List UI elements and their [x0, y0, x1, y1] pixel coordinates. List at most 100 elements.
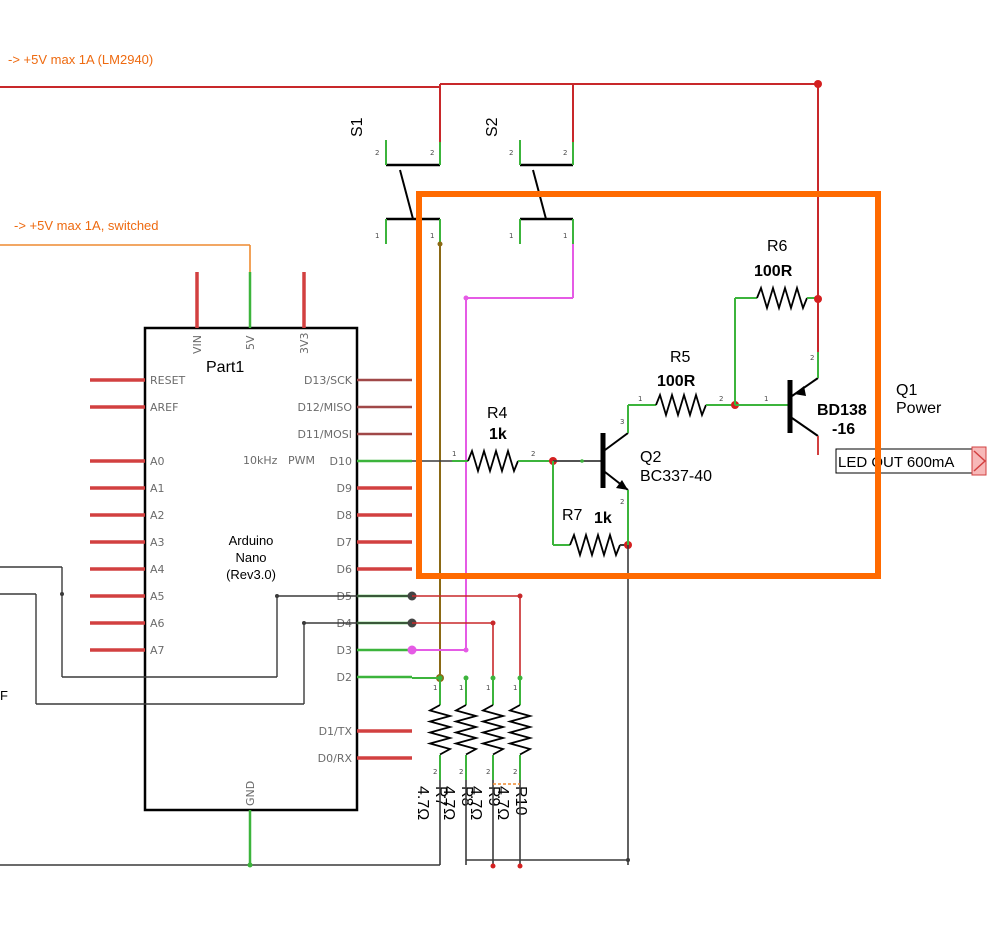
svg-text:2: 2: [620, 498, 624, 506]
pin-label-d13-sck: D13/SCK: [304, 374, 353, 387]
svg-text:2: 2: [509, 149, 513, 157]
svg-text:1k: 1k: [489, 426, 507, 443]
svg-text:2: 2: [513, 768, 517, 776]
switch-s2-name: S2: [484, 117, 501, 137]
junction-d3: [407, 645, 417, 655]
switch-s2: S2 2 2 1 1: [484, 117, 574, 244]
svg-text:100R: 100R: [657, 373, 696, 390]
pin-label-d3: D3: [337, 644, 352, 657]
pin-label-d8: D8: [337, 509, 352, 522]
svg-text:BD138: BD138: [817, 402, 867, 419]
pin-label-d11-mosi: D11/MOSI: [297, 428, 352, 441]
arduino-pwm-label: PWM: [288, 454, 315, 467]
svg-text:2: 2: [375, 149, 379, 157]
svg-text:1: 1: [433, 684, 437, 692]
svg-text:2: 2: [433, 768, 437, 776]
svg-text:VIN: VIN: [191, 335, 204, 354]
wires-d5-d4-resistors: [412, 595, 521, 680]
arduino-name-line-2: Nano: [235, 550, 266, 565]
supply-rail-switched: [0, 244, 251, 272]
svg-text:R5: R5: [670, 349, 691, 366]
resistor-bank-value-2: 4.7Ω: [467, 786, 484, 820]
pin-label-a7: A7: [150, 644, 165, 657]
pin-label-a5: A5: [150, 590, 165, 603]
svg-text:5V: 5V: [244, 335, 257, 350]
pin-label-reset: RESET: [150, 374, 186, 387]
wires-left-analog: [0, 566, 412, 705]
led-output-label: LED OUT 600mA: [838, 454, 954, 471]
pin-label-d7: D7: [337, 536, 352, 549]
arduino-name-line-3: (Rev3.0): [226, 567, 276, 582]
pin-label-a6: A6: [150, 617, 165, 630]
resistor-bank-value-3: 4.7Ω: [494, 786, 511, 820]
svg-text:-16: -16: [832, 421, 855, 438]
pin-label-d1-tx: D1/TX: [319, 725, 353, 738]
pin-label-a0: A0: [150, 455, 165, 468]
led-output-connector: LED OUT 600mA: [835, 446, 987, 476]
pin-label-a2: A2: [150, 509, 165, 522]
arduino-name-line-1: Arduino: [229, 533, 274, 548]
net-label-supply-main: -> +5V max 1A (LM2940): [8, 52, 153, 67]
svg-text:2: 2: [430, 149, 434, 157]
svg-text:1: 1: [486, 684, 490, 692]
svg-text:R4: R4: [487, 405, 508, 422]
svg-text:R6: R6: [767, 238, 788, 255]
svg-text:1: 1: [563, 232, 567, 240]
pin-label-a3: A3: [150, 536, 165, 549]
wire-s2-output: [412, 244, 574, 651]
svg-text:R7: R7: [562, 507, 583, 524]
transistor-q1: Q1 Power BD138 -16 2: [787, 352, 942, 455]
pin-label-d12-miso: D12/MISO: [297, 401, 352, 414]
switch-s1: S1 2 2 1 1: [349, 117, 441, 244]
resistor-bank-value-1: 4.7Ω: [440, 786, 457, 820]
svg-text:1: 1: [509, 232, 513, 240]
pin-label-d10: D10: [330, 455, 352, 468]
resistor-r4: R4 1k 1 2: [452, 405, 553, 475]
pin-label-d9: D9: [337, 482, 352, 495]
pin-label-d6: D6: [337, 563, 352, 576]
svg-text:3V3: 3V3: [298, 332, 311, 354]
svg-text:2: 2: [810, 354, 814, 362]
pin-label-a4: A4: [150, 563, 165, 576]
pin-label-d2: D2: [337, 671, 352, 684]
svg-text:100R: 100R: [754, 263, 793, 280]
net-label-supply-switched: -> +5V max 1A, switched: [14, 218, 159, 233]
pin-label-a1: A1: [150, 482, 165, 495]
svg-text:1: 1: [430, 232, 434, 240]
arduino-body: [143, 326, 359, 812]
svg-text:Q2: Q2: [640, 449, 661, 466]
svg-text:2: 2: [486, 768, 490, 776]
svg-text:2: 2: [459, 768, 463, 776]
arduino-part-label: Part1: [206, 359, 244, 376]
svg-text:2: 2: [719, 395, 723, 403]
svg-text:GND: GND: [244, 781, 257, 806]
svg-text:1: 1: [452, 450, 456, 458]
junction-q1-emitter: [814, 295, 822, 303]
svg-text:1k: 1k: [594, 510, 612, 527]
svg-text:1: 1: [764, 395, 768, 403]
svg-text:Q1: Q1: [896, 382, 917, 399]
svg-text:1: 1: [513, 684, 517, 692]
transistor-q2: Q2 BC337-40 3 2: [600, 405, 712, 865]
svg-text:3: 3: [620, 418, 624, 426]
left-edge-label: F: [0, 688, 8, 703]
pin-label-aref: AREF: [150, 401, 178, 414]
switch-s1-name: S1: [349, 117, 366, 137]
svg-text:Power: Power: [896, 400, 942, 417]
resistor-r7-pulldown: R7 1k: [552, 461, 628, 559]
svg-text:2: 2: [531, 450, 535, 458]
svg-text:1: 1: [375, 232, 379, 240]
ground-return: [0, 780, 628, 866]
svg-text:2: 2: [563, 149, 567, 157]
arduino-pwm-note: 10kHz: [243, 454, 278, 467]
highlight-box: [416, 191, 881, 579]
resistor-r6: R6 100R: [734, 238, 818, 405]
resistor-r5: R5 100R 1 2: [628, 349, 735, 419]
junction-rail: [814, 80, 822, 88]
svg-text:BC337-40: BC337-40: [640, 468, 712, 485]
resistor-bank-value-0: 4.7Ω: [414, 786, 431, 820]
